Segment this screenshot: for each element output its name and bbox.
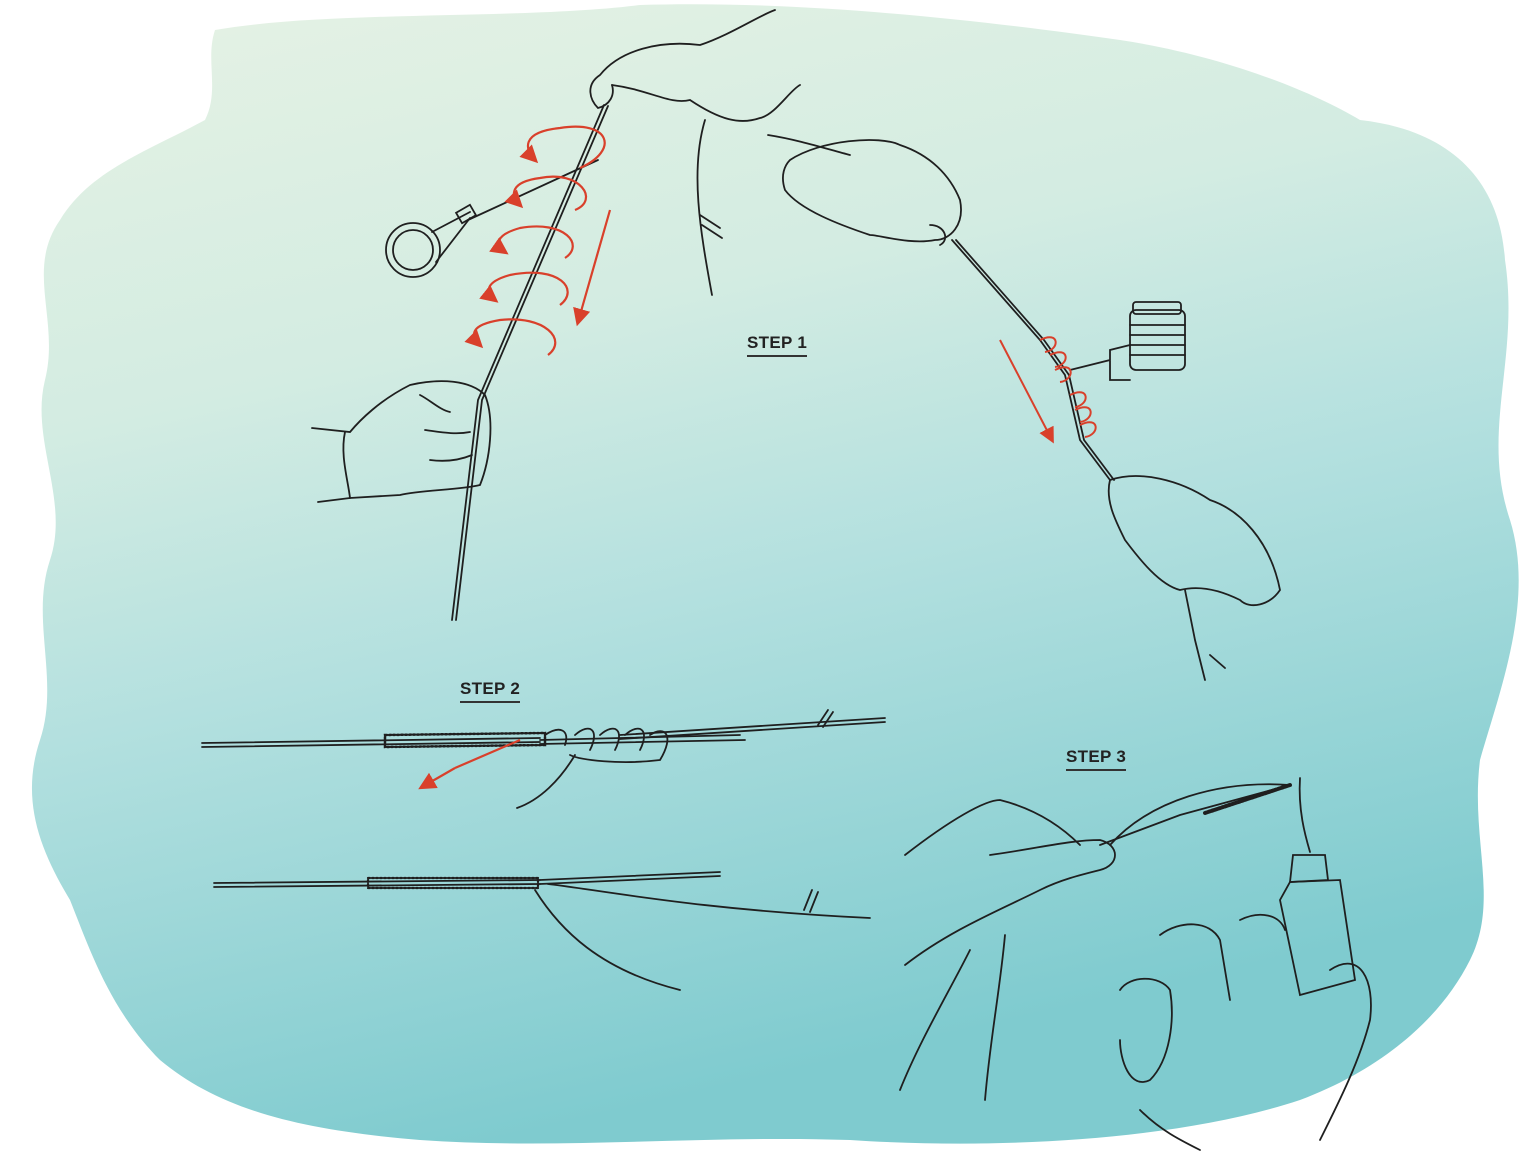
step1-left-illustration [311, 9, 801, 621]
step3-illustration [899, 777, 1372, 1151]
step1-right-illustration [767, 134, 1281, 681]
step-3-label: STEP 3 [1066, 748, 1127, 771]
step-1-label: STEP 1 [747, 334, 808, 357]
step-2-label: STEP 2 [460, 680, 521, 703]
wrap-direction-arrows-left [464, 125, 612, 356]
step2-illustration [201, 709, 886, 991]
pull-direction-arrow [418, 767, 456, 790]
wrap-direction-arrows-right [999, 336, 1097, 444]
watercolor-background [31, 4, 1519, 1144]
